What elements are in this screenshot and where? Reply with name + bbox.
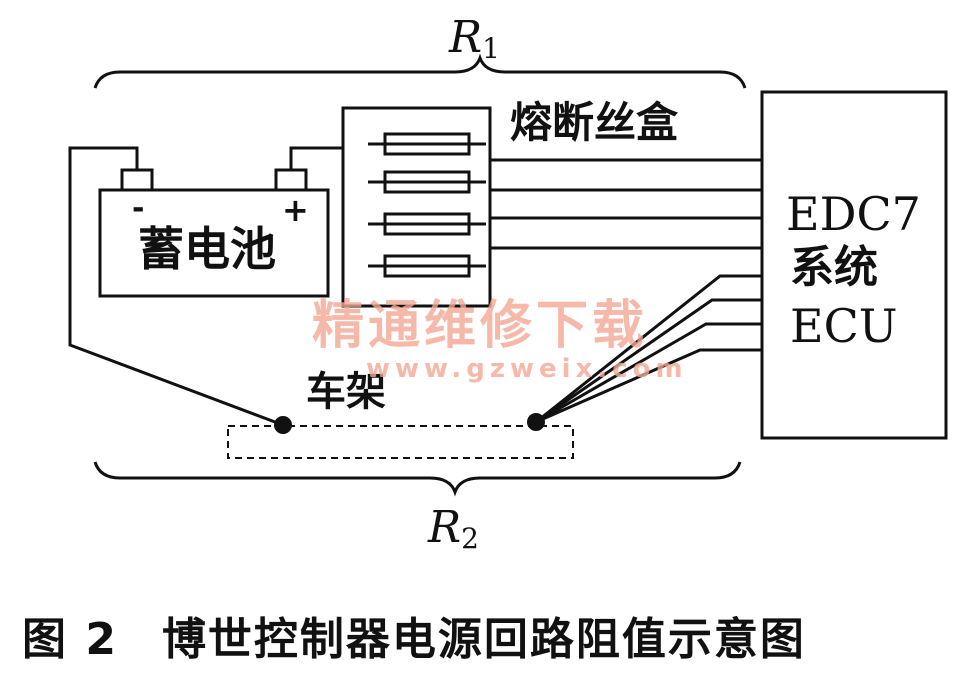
battery-plus-sign: +	[282, 191, 309, 229]
watermark-title: 精通维修下载	[312, 296, 649, 356]
watermark-url: www.gzweix.com	[366, 354, 688, 384]
battery-negative-terminal	[120, 168, 154, 192]
r1-brace	[93, 53, 747, 89]
r2-subscript: 2	[461, 522, 479, 555]
r1-subscript: 1	[482, 32, 500, 65]
r2-brace	[93, 461, 742, 497]
vehicle-frame	[227, 425, 574, 459]
battery-positive-terminal	[274, 168, 308, 192]
fuse-box	[341, 106, 492, 308]
ecu-box	[760, 90, 948, 440]
ecu-label-line2: 系统	[790, 242, 878, 293]
ground-point-battery	[274, 416, 292, 434]
ground-wire	[535, 274, 762, 424]
ground-wire	[535, 322, 762, 424]
ecu-label-line3: ECU	[790, 299, 898, 353]
figure-title: 博世控制器电源回路阻值示意图	[161, 614, 806, 665]
r1-label: R1	[449, 16, 500, 63]
ground-wire	[535, 298, 762, 424]
r1-letter: R	[449, 12, 483, 63]
r2-label: R2	[428, 506, 479, 553]
ground-wire	[535, 348, 762, 424]
fuse-box-label: 熔断丝盒	[510, 98, 679, 147]
positive-wire	[289, 146, 343, 170]
battery-label: 蓄电池	[138, 222, 276, 276]
figure-number: 图 2	[22, 614, 118, 665]
ground-point-ecu	[527, 413, 545, 431]
battery-minus-sign: -	[132, 191, 145, 226]
r2-letter: R	[428, 502, 462, 553]
ecu-label-line1: EDC7	[786, 187, 921, 241]
frame-label: 车架	[306, 369, 386, 415]
negative-wire	[68, 146, 284, 427]
battery-body	[98, 188, 330, 298]
